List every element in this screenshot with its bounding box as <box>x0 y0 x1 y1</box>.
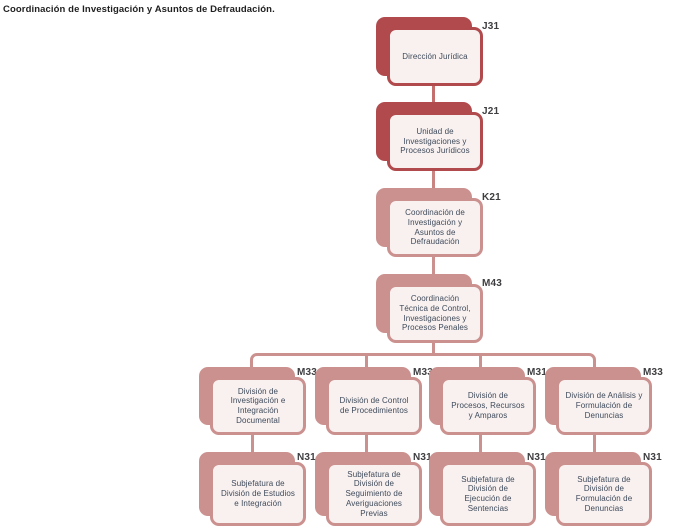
node-label: División de Investigación e Integración … <box>230 386 286 425</box>
node-label: Unidad de Investigaciones y Procesos Jur… <box>400 126 470 156</box>
connector-rail-division-3 <box>479 356 482 367</box>
org-node-unidad-investigaciones: J21 Unidad de Investigaciones y Procesos… <box>376 102 499 171</box>
node-box: División de Procesos, Recursos y Amparos <box>440 377 536 435</box>
node-box: División de Análisis y Formulación de De… <box>556 377 652 435</box>
connector-k21-m43 <box>432 257 435 275</box>
node-label: Coordinación Técnica de Control, Investi… <box>399 294 471 333</box>
node-box: Coordinación de Investigación y Asuntos … <box>387 198 483 257</box>
org-node-subjefatura-ejecucion-sentencias: N31 Subjefatura de División de Ejecución… <box>429 452 546 526</box>
org-node-division-analisis-denuncias: M33 División de Análisis y Formulación d… <box>545 367 663 435</box>
node-code: N31 <box>297 452 316 463</box>
connector-division2-sub2 <box>365 435 368 452</box>
node-code: N31 <box>643 452 662 463</box>
org-node-coordinacion-defraudacion: K21 Coordinación de Investigación y Asun… <box>376 188 501 257</box>
connector-rail-division-2 <box>365 356 368 367</box>
node-label: Dirección Jurídica <box>402 51 468 61</box>
connector-division1-sub1 <box>251 435 254 452</box>
node-box: Subjefatura de División de Ejecución de … <box>440 462 536 526</box>
node-label: Coordinación de Investigación y Asuntos … <box>405 208 465 247</box>
org-node-subjefatura-estudios-integracion: N31 Subjefatura de División de Estudios … <box>199 452 316 526</box>
node-code: M33 <box>297 367 318 378</box>
node-box: Unidad de Investigaciones y Procesos Jur… <box>387 112 483 171</box>
node-box: Dirección Jurídica <box>387 27 483 86</box>
node-label: División de Análisis y Formulación de De… <box>565 391 643 420</box>
node-box: Subjefatura de División de Formulación d… <box>556 462 652 526</box>
page-title: Coordinación de Investigación y Asuntos … <box>3 4 275 15</box>
node-label: División de Control de Procedimientos <box>339 396 409 415</box>
org-node-coordinacion-tecnica: M43 Coordinación Técnica de Control, Inv… <box>376 274 502 343</box>
connector-rail <box>250 353 596 367</box>
node-code: M33 <box>643 367 664 378</box>
node-label: Subjefatura de División de Seguimiento d… <box>345 469 403 518</box>
connector-j21-k21 <box>432 171 435 189</box>
node-code: J21 <box>482 106 500 117</box>
node-code: M33 <box>413 367 434 378</box>
node-code: N31 <box>413 452 432 463</box>
node-code: M31 <box>527 367 548 378</box>
node-label: División de Procesos, Recursos y Amparos <box>451 391 525 420</box>
node-label: Subjefatura de División de Estudios e In… <box>220 479 296 508</box>
node-code: K21 <box>482 192 501 203</box>
org-node-subjefatura-formulacion-denuncias: N31 Subjefatura de División de Formulaci… <box>545 452 662 526</box>
node-box: Coordinación Técnica de Control, Investi… <box>387 284 483 343</box>
org-node-division-investigacion-documental: M33 División de Investigación e Integrac… <box>199 367 317 435</box>
node-box: División de Investigación e Integración … <box>210 377 306 435</box>
node-box: Subjefatura de División de Seguimiento d… <box>326 462 422 526</box>
connector-m43-rail <box>432 343 435 355</box>
node-label: Subjefatura de División de Ejecución de … <box>461 474 515 513</box>
node-code: J31 <box>482 21 500 32</box>
connector-division3-sub3 <box>479 435 482 452</box>
org-node-subjefatura-averiguaciones-previas: N31 Subjefatura de División de Seguimien… <box>315 452 432 526</box>
connector-division4-sub4 <box>593 435 596 452</box>
node-code: M43 <box>482 278 503 289</box>
org-node-division-procesos-recursos-amparos: M31 División de Procesos, Recursos y Amp… <box>429 367 547 435</box>
node-box: División de Control de Procedimientos <box>326 377 422 435</box>
node-box: Subjefatura de División de Estudios e In… <box>210 462 306 526</box>
node-code: N31 <box>527 452 546 463</box>
connector-j31-j21 <box>432 86 435 103</box>
org-node-direccion-juridica: J31 Dirección Jurídica <box>376 17 499 86</box>
org-node-division-control-procedimientos: M33 División de Control de Procedimiento… <box>315 367 433 435</box>
node-label: Subjefatura de División de Formulación d… <box>575 474 633 513</box>
